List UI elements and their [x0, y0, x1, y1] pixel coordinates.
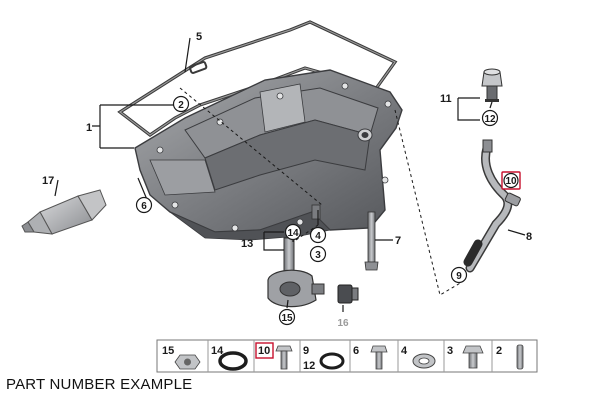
callout-10-highlighted[interactable]: 10 [501, 171, 521, 190]
svg-text:2: 2 [496, 345, 502, 357]
svg-text:3: 3 [447, 345, 453, 357]
strip-item-15[interactable]: 15 [162, 345, 201, 370]
strip-item-3[interactable]: 3 [447, 345, 484, 369]
callout-9[interactable]: 9 [450, 266, 468, 284]
label-5: 5 [196, 31, 202, 43]
callout-15[interactable]: 15 [278, 308, 296, 326]
caption: PART NUMBER EXAMPLE [6, 376, 193, 393]
dipstick-guide-tube[interactable] [463, 139, 521, 273]
callout-16[interactable]: 16 [337, 318, 349, 329]
svg-text:12: 12 [484, 114, 496, 125]
svg-text:4: 4 [315, 231, 321, 242]
oil-level-sensor[interactable] [267, 237, 325, 308]
strip-item-9-12[interactable]: 9 12 [303, 345, 345, 372]
oil-pan[interactable] [134, 69, 403, 241]
callout-4[interactable]: 4 [309, 226, 327, 244]
sensor-connector[interactable] [337, 284, 359, 304]
svg-text:6: 6 [141, 201, 147, 212]
svg-text:16: 16 [337, 318, 349, 329]
callout-12[interactable]: 12 [481, 109, 499, 127]
sealant-tube[interactable] [21, 189, 107, 235]
svg-text:3: 3 [315, 250, 321, 261]
svg-text:4: 4 [401, 345, 408, 357]
label-1: 1 [86, 122, 92, 134]
strip-item-14[interactable]: 14 [211, 345, 248, 371]
label-11: 11 [440, 93, 452, 105]
svg-text:10: 10 [258, 345, 270, 357]
svg-text:14: 14 [211, 345, 224, 357]
svg-text:9: 9 [456, 271, 462, 282]
callout-3[interactable]: 3 [309, 245, 327, 263]
strip-item-10-highlighted[interactable]: 10 [255, 342, 293, 370]
label-17: 17 [42, 175, 54, 187]
callout-14[interactable]: 14 [284, 223, 302, 241]
label-13: 13 [241, 238, 253, 250]
strip-item-4[interactable]: 4 [401, 345, 436, 369]
pan-bolt[interactable] [364, 211, 379, 271]
svg-text:12: 12 [303, 360, 315, 372]
svg-text:9: 9 [303, 345, 309, 357]
label-8: 8 [526, 231, 532, 243]
callout-6[interactable]: 6 [135, 196, 153, 214]
svg-text:10: 10 [505, 176, 517, 187]
callout-2[interactable]: 2 [172, 95, 190, 113]
svg-text:15: 15 [162, 345, 174, 357]
drain-plug[interactable] [311, 204, 321, 220]
dashed-lines [179, 87, 463, 296]
svg-text:6: 6 [353, 345, 359, 357]
svg-text:15: 15 [281, 313, 293, 324]
svg-text:14: 14 [287, 228, 299, 239]
strip-item-2[interactable]: 2 [496, 344, 524, 370]
label-7: 7 [395, 235, 401, 247]
dipstick-cap[interactable] [481, 68, 503, 102]
strip-item-6[interactable]: 6 [353, 345, 388, 370]
svg-text:2: 2 [178, 100, 184, 111]
